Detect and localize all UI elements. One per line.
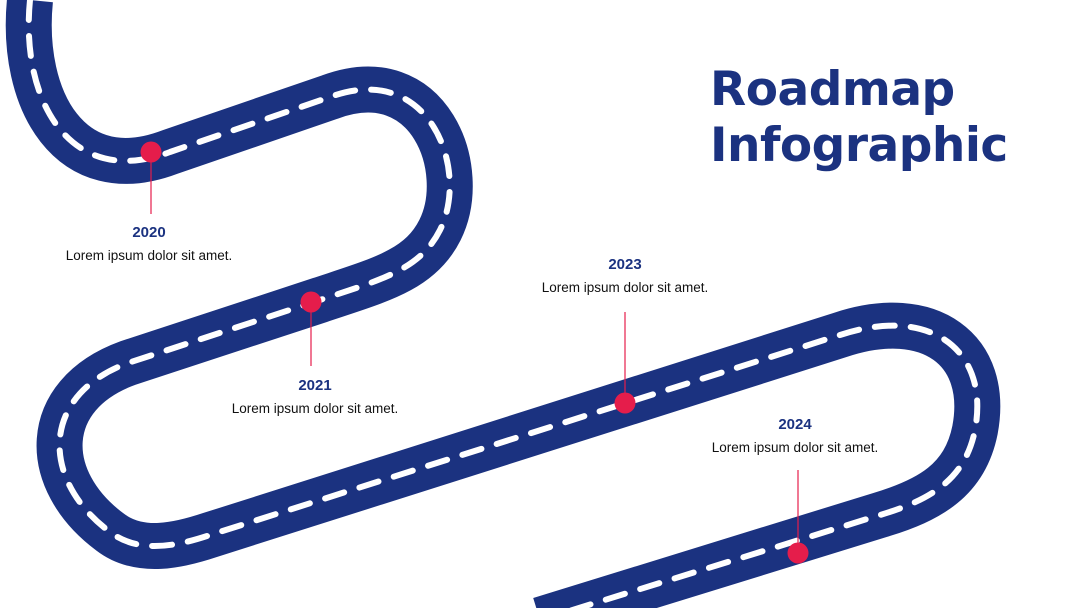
road-lane-markings <box>25 0 981 608</box>
milestone-2023: 2023 Lorem ipsum dolor sit amet. <box>505 255 745 297</box>
milestone-2020: 2020 Lorem ipsum dolor sit amet. <box>29 223 269 265</box>
milestone-description: Lorem ipsum dolor sit amet. <box>541 280 709 295</box>
milestone-2024: 2024 Lorem ipsum dolor sit amet. <box>675 415 915 457</box>
milestone-marker-2024 <box>787 542 809 564</box>
page-title: Roadmap Infographic <box>710 62 1008 174</box>
milestone-year: 2021 <box>298 377 332 394</box>
milestone-2021: 2021 Lorem ipsum dolor sit amet. <box>195 376 435 418</box>
milestone-marker-2023 <box>614 392 636 414</box>
milestone-marker-2021 <box>300 291 322 313</box>
title-line-1: Roadmap <box>710 62 955 117</box>
milestone-year: 2023 <box>608 256 642 273</box>
milestone-year: 2020 <box>132 224 166 241</box>
milestone-description: Lorem ipsum dolor sit amet. <box>231 401 399 416</box>
milestone-marker-2020 <box>140 141 162 163</box>
milestone-description: Lorem ipsum dolor sit amet. <box>711 440 879 455</box>
title-line-2: Infographic <box>710 118 1008 173</box>
milestone-description: Lorem ipsum dolor sit amet. <box>65 248 233 263</box>
milestone-year: 2024 <box>778 416 812 433</box>
